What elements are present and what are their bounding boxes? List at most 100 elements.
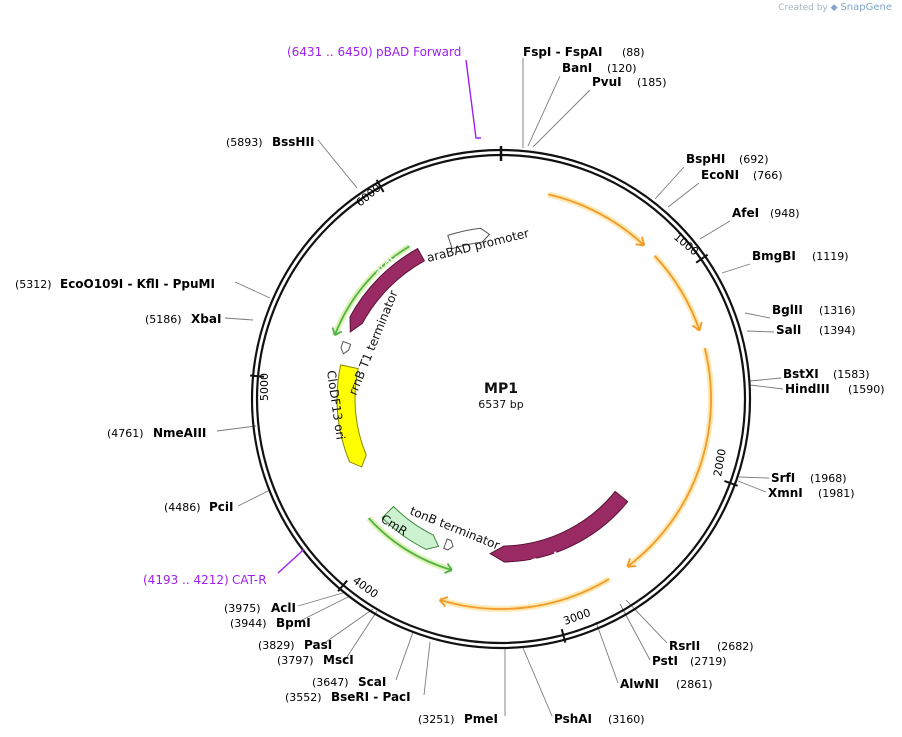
enzyme-leader-line <box>595 621 619 684</box>
enzyme-label[interactable]: BanI <box>562 61 592 75</box>
scale-tick <box>250 374 265 378</box>
enzyme-leader-line <box>527 75 561 147</box>
primer-label[interactable]: pBAD Forward <box>376 45 461 59</box>
enzyme-position: (5186) <box>145 313 182 326</box>
enzyme-leader-line <box>654 166 685 200</box>
enzyme-position: (1968) <box>810 472 847 485</box>
enzyme-position: (766) <box>753 169 783 182</box>
credit-brand: SnapGene <box>840 2 892 13</box>
enzyme-position: (1583) <box>833 368 870 381</box>
snapgene-credit: Created by ◆ SnapGene <box>778 2 892 13</box>
primer-label[interactable]: CAT-R <box>232 573 267 587</box>
enzyme-label[interactable]: NmeAIII <box>153 426 206 440</box>
enzyme-label[interactable]: FspI - FspAI <box>523 45 602 59</box>
enzyme-leader-line <box>749 377 782 382</box>
enzyme-label[interactable]: AlwNI <box>620 677 659 691</box>
enzyme-label[interactable]: SalI <box>776 323 801 337</box>
enzyme-leader-line <box>297 595 351 623</box>
enzyme-label[interactable]: SrfI <box>771 471 795 485</box>
enzyme-position: (692) <box>739 153 769 166</box>
feature-arc-orange <box>653 255 701 331</box>
enzyme-label[interactable]: BspHI <box>686 152 725 166</box>
feature-block-arac <box>349 247 426 333</box>
feature-blocks <box>336 227 629 563</box>
enzyme-label[interactable]: BseRI - PacI <box>331 690 411 704</box>
enzyme-position: (4486) <box>164 501 201 514</box>
primer-mark-pbad-forward <box>465 59 481 139</box>
enzyme-leader-line <box>395 631 414 681</box>
enzyme-position: (2719) <box>690 655 727 668</box>
enzyme-label[interactable]: EcoO109I - KflI - PpuMI <box>60 277 215 291</box>
enzyme-label[interactable]: PvuI <box>592 75 622 89</box>
enzyme-label[interactable]: PstI <box>652 654 678 668</box>
feature-block-clodf13-ori <box>336 364 367 468</box>
enzyme-leader-line <box>344 610 378 661</box>
enzyme-label[interactable]: BstXI <box>783 367 819 381</box>
enzyme-label[interactable]: PasI <box>304 638 332 652</box>
enzyme-position: (88) <box>622 46 645 59</box>
primer-mark-cat-r <box>277 548 305 574</box>
enzyme-leader-line <box>237 489 271 507</box>
enzyme-label[interactable]: PshAI <box>554 712 592 726</box>
enzyme-label[interactable]: AclI <box>271 601 296 615</box>
enzyme-position: (5312) <box>15 278 52 291</box>
enzyme-label[interactable]: BssHII <box>272 135 314 149</box>
enzyme-leader-line <box>224 317 254 321</box>
feature-arc-orange-glow <box>547 191 647 248</box>
feature-block-cmr <box>381 505 440 550</box>
enzyme-label[interactable]: BpmI <box>276 616 311 630</box>
enzyme-label[interactable]: PmeI <box>464 712 498 726</box>
feature-arc-green <box>368 517 453 571</box>
enzyme-position: (185) <box>637 76 667 89</box>
enzyme-position: (2682) <box>717 640 754 653</box>
enzyme-label[interactable]: BglII <box>772 303 803 317</box>
enzyme-position: (4761) <box>107 427 144 440</box>
enzyme-position: (1119) <box>812 250 849 263</box>
enzyme-label[interactable]: HindIII <box>785 382 830 396</box>
scale-tick <box>337 579 348 592</box>
enzyme-label[interactable]: ScaI <box>358 675 386 689</box>
enzyme-leader-line <box>744 312 771 319</box>
enzyme-leader-line <box>746 330 775 333</box>
enzyme-leader-line <box>216 425 257 432</box>
feature-arrow-green <box>331 327 343 336</box>
enzyme-position: (3829) <box>258 639 295 652</box>
enzyme-label[interactable]: XmnI <box>768 486 803 500</box>
enzyme-position: (1590) <box>848 383 885 396</box>
enzyme-leader-line <box>234 281 271 299</box>
feature-block-tonb-terminator <box>443 538 454 551</box>
enzyme-label[interactable]: PciI <box>209 500 234 514</box>
enzyme-leader-lines <box>216 58 784 717</box>
scale-tick <box>375 179 385 193</box>
enzyme-leader-line <box>297 591 347 607</box>
enzyme-position: (120) <box>607 62 637 75</box>
scale-label: 2000 <box>711 448 729 478</box>
enzyme-label[interactable]: XbaI <box>191 312 221 326</box>
primer-marks <box>277 59 481 574</box>
plasmid-name: MP1 <box>484 381 518 397</box>
enzyme-position: (5893) <box>226 136 263 149</box>
feature-arc-green <box>333 245 410 336</box>
enzyme-position: (3975) <box>224 602 261 615</box>
enzyme-position: (948) <box>770 207 800 220</box>
enzyme-leader-line <box>317 139 358 189</box>
scale-tick <box>560 628 567 643</box>
enzyme-label[interactable]: EcoNI <box>701 168 739 182</box>
enzyme-label[interactable]: RsrII <box>669 639 700 653</box>
enzyme-label[interactable]: AfeI <box>732 206 759 220</box>
feature-arrow-orange <box>626 558 637 568</box>
enzyme-leader-line <box>667 182 700 208</box>
enzyme-position: (3647) <box>312 676 349 689</box>
feature-arrow-orange <box>691 321 703 332</box>
enzyme-leader-line <box>619 603 651 661</box>
enzyme-position: (3797) <box>277 654 314 667</box>
enzyme-label[interactable]: BmgBI <box>752 249 796 263</box>
enzyme-leader-line <box>738 476 770 479</box>
enzyme-label[interactable]: MscI <box>323 653 354 667</box>
enzyme-leader-line <box>721 263 751 274</box>
enzyme-leader-line <box>522 647 553 717</box>
snapgene-logo-icon: ◆ <box>830 3 838 13</box>
primer-range: (6431 .. 6450) <box>287 45 373 59</box>
enzyme-leader-line <box>423 641 431 696</box>
